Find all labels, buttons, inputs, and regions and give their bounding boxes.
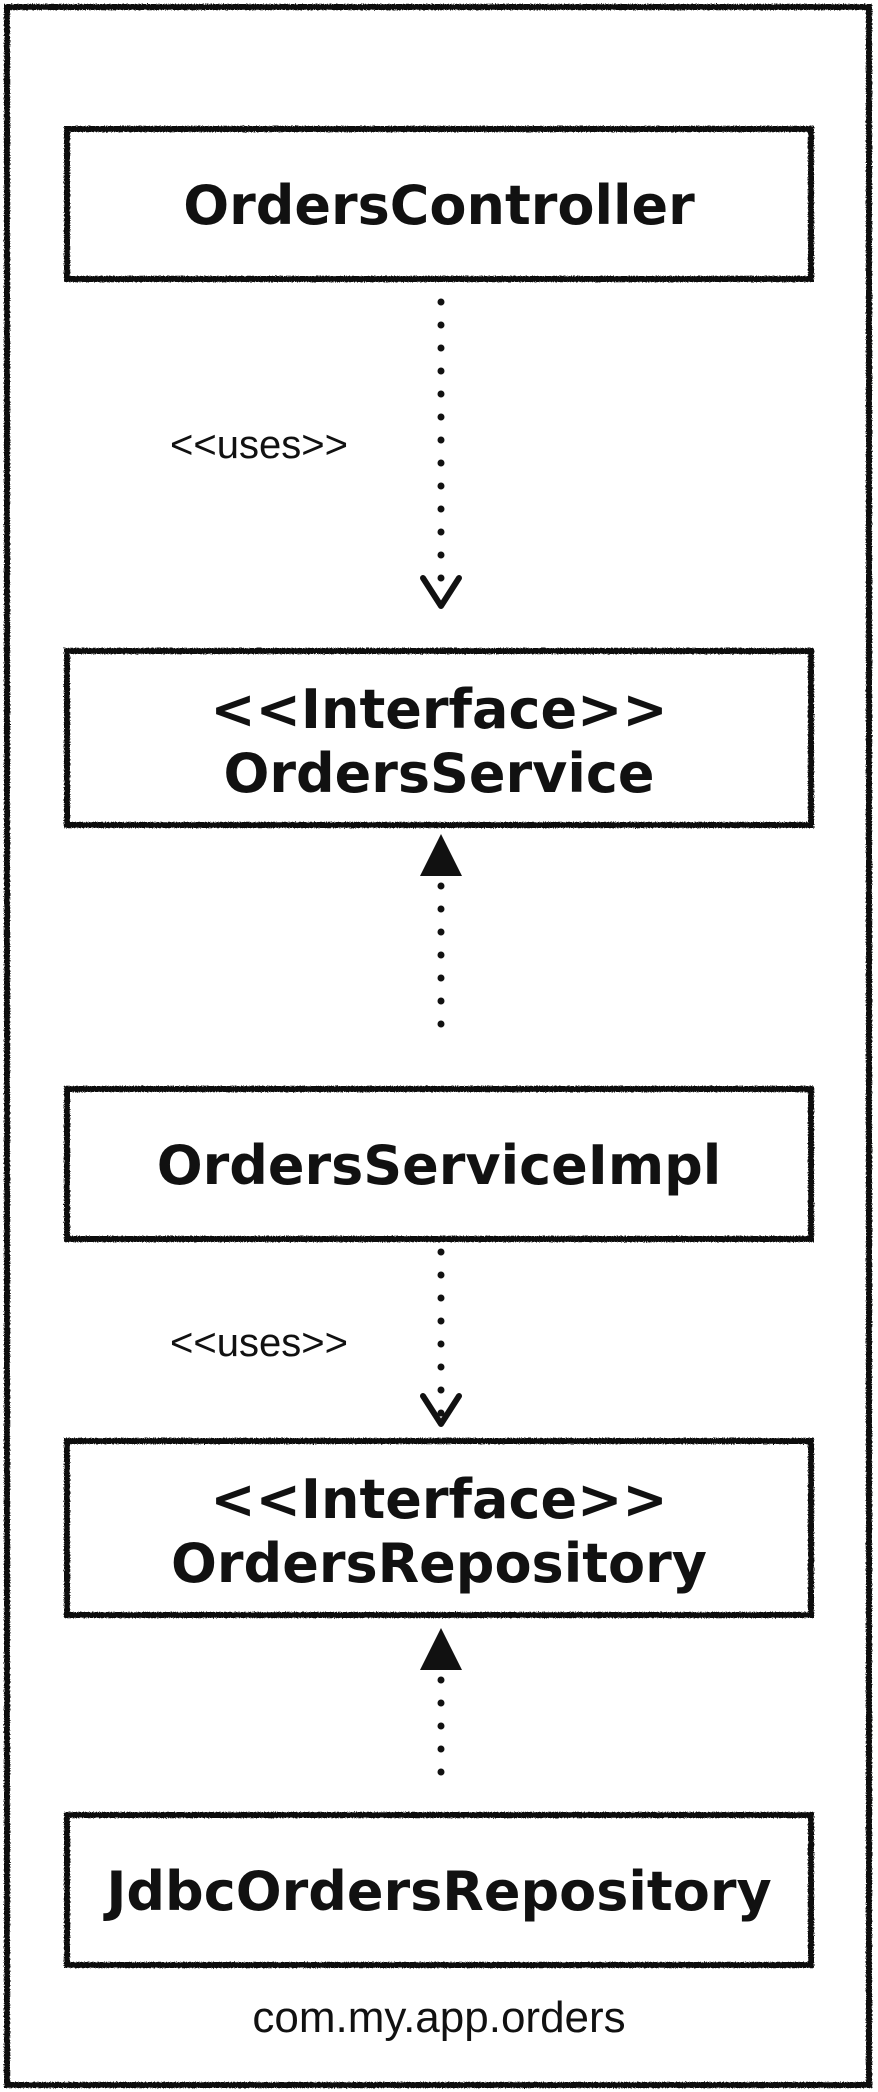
jdbc-orders-repository-box[interactable]: JdbcOrdersRepository [64,1812,814,1968]
realization-arrow-1 [420,834,462,1048]
uses-label-2: <<uses>> [170,1321,348,1365]
orders-repository-interface-box[interactable]: <<Interface>> OrdersRepository [64,1438,814,1618]
uses-dependency-arrow-1 [420,298,462,609]
package-name-label: com.my.app.orders [252,1993,625,2042]
orders-repository-stereotype: <<Interface>> [210,1468,667,1531]
uses-dependency-arrow-2 [420,1248,462,1427]
orders-service-stereotype: <<Interface>> [210,678,667,741]
orders-service-impl-box[interactable]: OrdersServiceImpl [64,1086,814,1242]
orders-controller-box[interactable]: OrdersController [64,126,814,282]
orders-service-impl-name: OrdersServiceImpl [157,1134,722,1197]
realization-arrow-2 [420,1628,462,1786]
orders-controller-name: OrdersController [183,174,695,237]
orders-service-name: OrdersService [223,742,654,805]
uses-label-1: <<uses>> [170,423,348,467]
orders-repository-name: OrdersRepository [171,1532,707,1595]
orders-service-interface-box[interactable]: <<Interface>> OrdersService [64,648,814,828]
jdbc-orders-repository-name: JdbcOrdersRepository [102,1860,771,1923]
package-frame [4,4,872,2088]
